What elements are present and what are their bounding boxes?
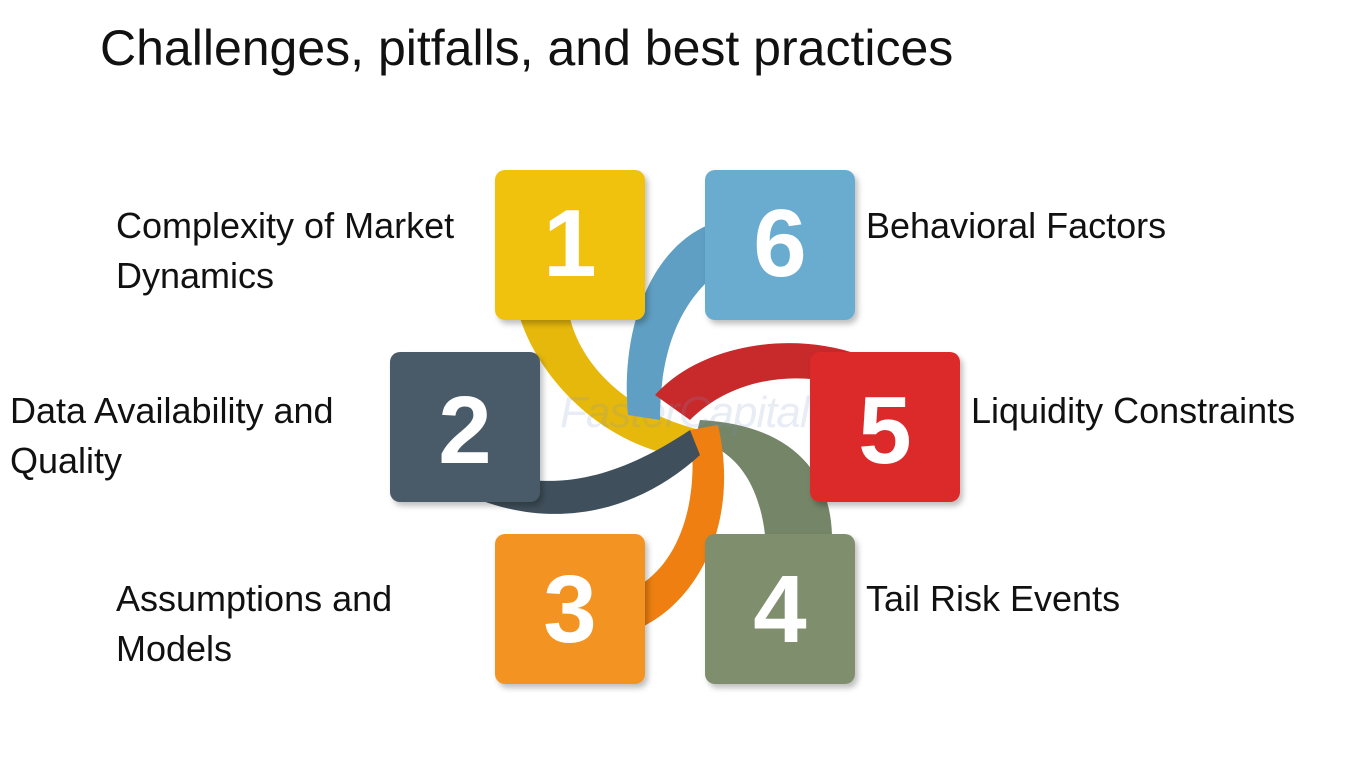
step-5-label: Liquidity Constraints: [971, 390, 1296, 431]
step-4-label: Tail Risk Events: [866, 578, 1121, 619]
step-1-number: 1: [543, 190, 596, 297]
step-6-label: Behavioral Factors: [866, 205, 1167, 246]
swirl-arm-3: [640, 425, 725, 628]
page-title: Challenges, pitfalls, and best practices: [100, 20, 954, 76]
step-5-tile: 5: [810, 352, 960, 502]
step-4-number: 4: [753, 556, 806, 663]
step-2-tile: 2: [390, 352, 540, 502]
step-1-label: Complexity of Market Dynamics: [116, 205, 455, 296]
swirl-arm-1: [520, 318, 700, 455]
step-6-number: 6: [753, 190, 806, 297]
step-6-tile: 6: [705, 170, 855, 320]
step-4-tile: 4: [705, 534, 855, 684]
step-2-label: Data Availability and Quality: [10, 390, 334, 481]
swirl-arm-5: [655, 343, 860, 420]
watermark-logo: FasterCapital: [560, 388, 810, 437]
step-3-label: Assumptions and Models: [116, 578, 393, 669]
swirl-arm-4: [695, 420, 832, 535]
step-3-number: 3: [543, 556, 596, 663]
step-1-tile: 1: [495, 170, 645, 320]
step-3-tile: 3: [495, 534, 645, 684]
step-5-number: 5: [858, 377, 911, 484]
step-2-number: 2: [438, 377, 491, 484]
